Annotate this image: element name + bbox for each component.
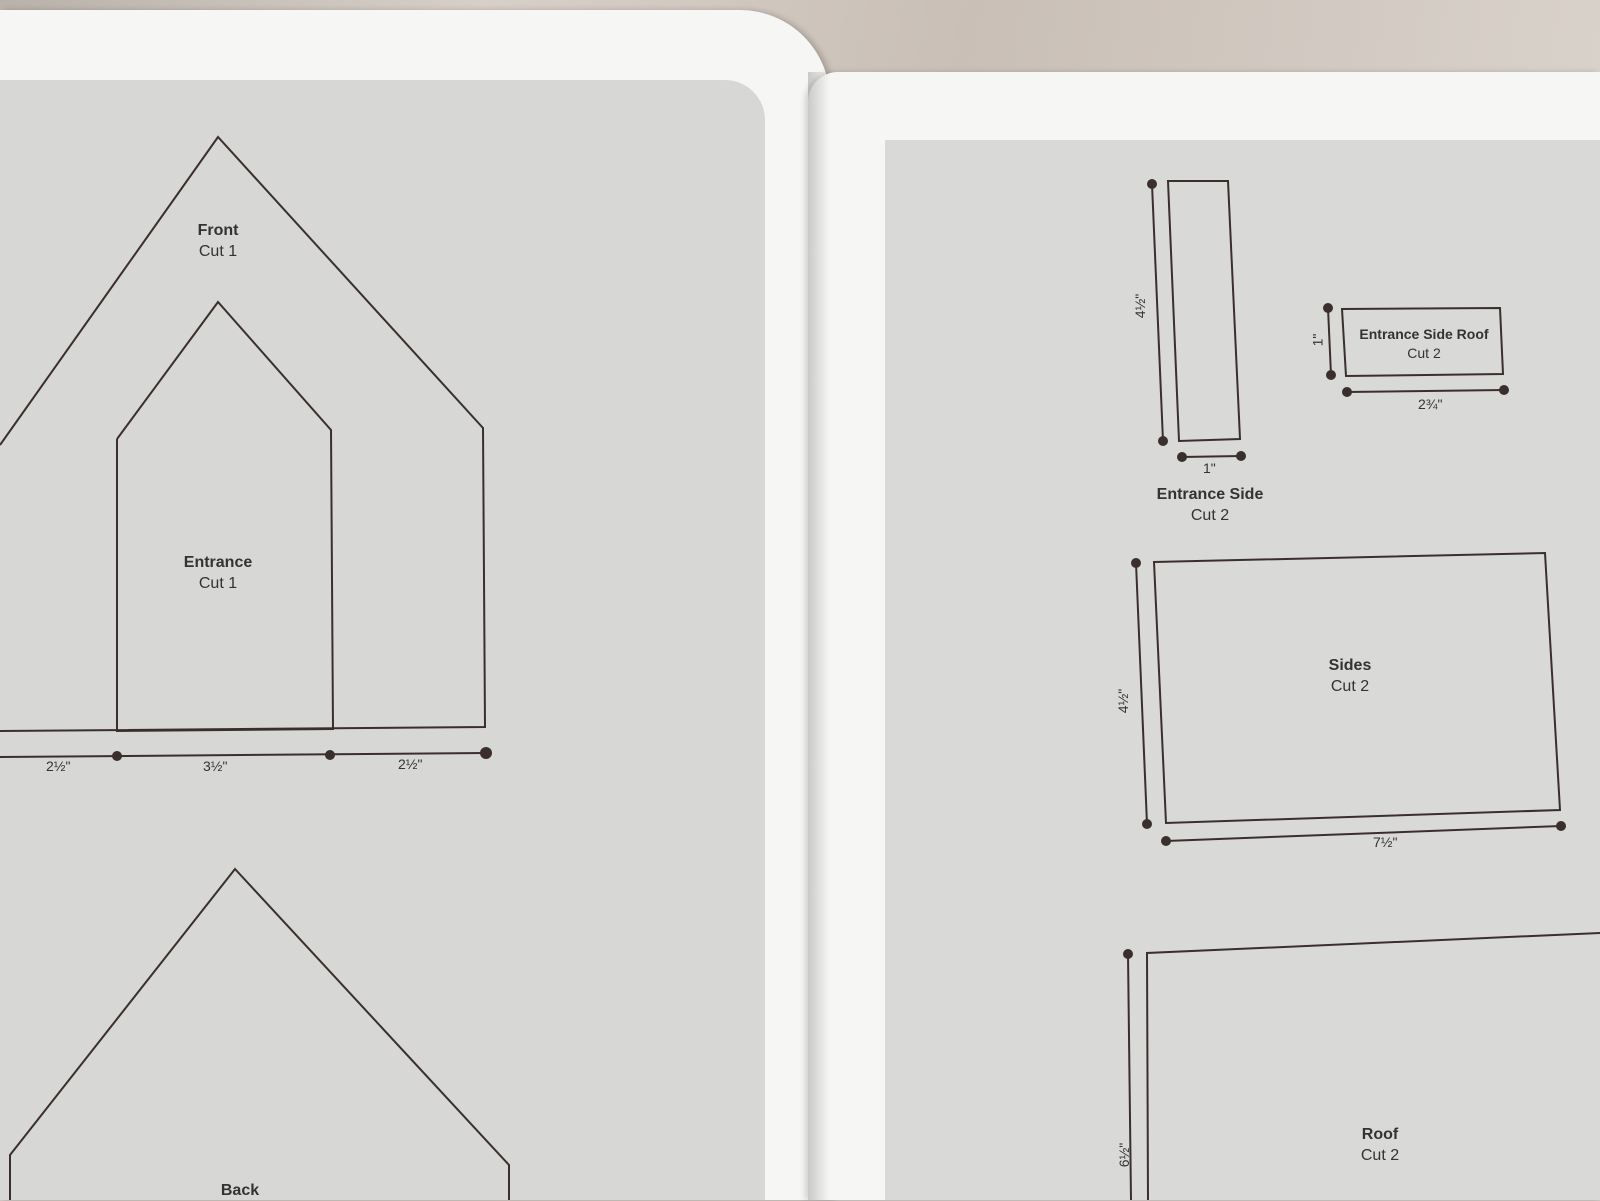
right-pattern-panel	[885, 140, 1600, 1200]
sides-label: Sides Cut 2	[1300, 655, 1400, 697]
front-title: Front	[197, 222, 239, 239]
entrance-side-cut: Cut 2	[1190, 507, 1230, 524]
roof-height-dimension: 6½"	[1116, 1142, 1133, 1168]
roof-title: Roof	[1361, 1126, 1399, 1143]
entrance-side-roof-height-dimension: 1"	[1309, 333, 1326, 347]
left-pattern-panel	[0, 80, 765, 1200]
entrance-side-outline	[1166, 180, 1242, 443]
entrance-label: Entrance Cut 1	[168, 552, 268, 594]
front-cut: Cut 1	[198, 243, 238, 260]
entrance-side-roof-outline	[1340, 306, 1505, 378]
entrance-side-label: Entrance Side Cut 2	[1140, 484, 1280, 526]
entrance-side-height-dimension: 4½"	[1132, 293, 1149, 319]
entrance-side-roof-title: Entrance Side Roof	[1359, 326, 1489, 342]
front-right-dimension: 2½"	[398, 756, 423, 772]
sides-height-dimension: 4½"	[1115, 688, 1132, 714]
back-outline	[9, 867, 510, 1200]
front-dimension-line	[0, 752, 487, 758]
back-label: Back	[190, 1180, 290, 1201]
front-center-dimension: 3½"	[203, 758, 228, 774]
roof-cut: Cut 2	[1360, 1147, 1400, 1164]
entrance-title: Entrance	[183, 554, 253, 571]
entrance-outline	[116, 300, 335, 733]
entrance-side-title: Entrance Side	[1156, 486, 1264, 503]
front-label: Front Cut 1	[168, 220, 268, 262]
sides-outline	[1152, 551, 1562, 825]
back-title: Back	[220, 1182, 260, 1199]
roof-outline	[1145, 932, 1600, 1200]
entrance-side-width-dimension: 1"	[1203, 460, 1216, 476]
entrance-side-roof-width-dimension: 2¾"	[1418, 396, 1443, 412]
book-gutter	[808, 72, 830, 1200]
sides-title: Sides	[1328, 657, 1372, 674]
sides-width-dimension: 7½"	[1373, 834, 1398, 850]
roof-label: Roof Cut 2	[1330, 1124, 1430, 1166]
entrance-cut: Cut 1	[198, 575, 238, 592]
sides-cut: Cut 2	[1330, 678, 1370, 695]
entrance-side-roof-label: Entrance Side Roof Cut 2	[1348, 325, 1500, 363]
front-left-dimension: 2½"	[46, 758, 71, 774]
entrance-side-roof-cut: Cut 2	[1407, 345, 1441, 361]
